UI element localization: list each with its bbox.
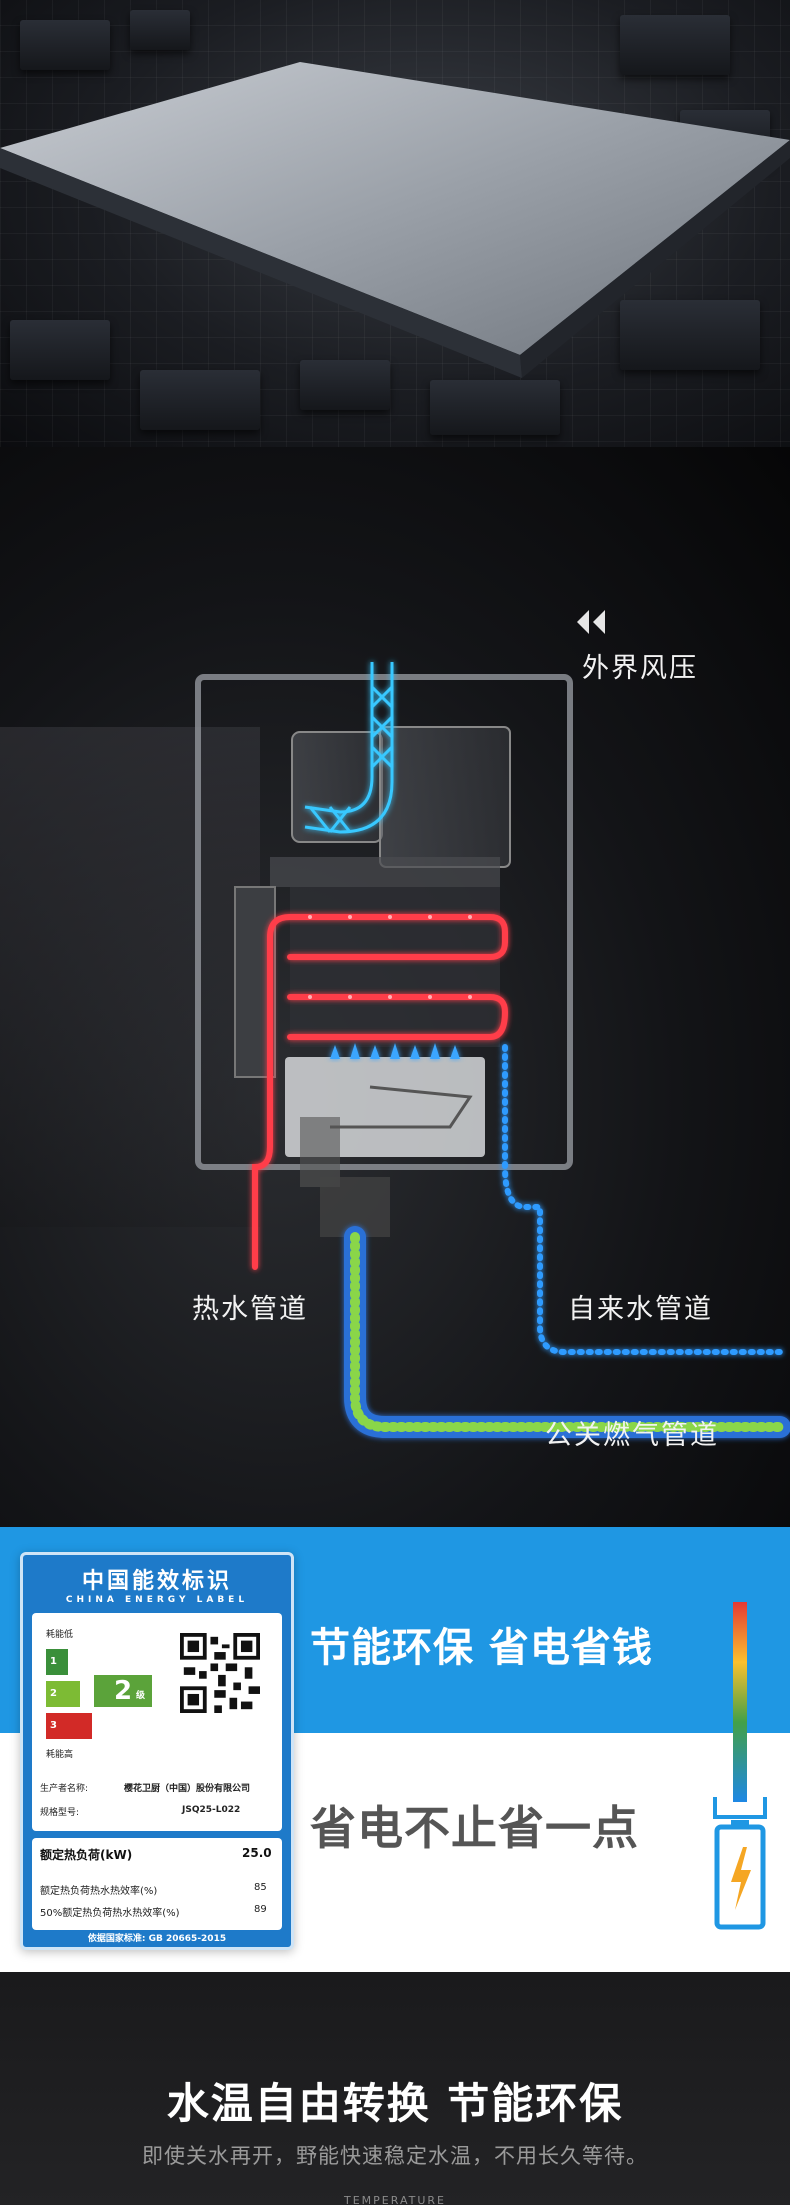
qr-code-icon	[180, 1633, 260, 1713]
grade-badge: 2 级	[94, 1675, 152, 1707]
board-component	[300, 360, 390, 410]
high-consumption-text: 耗能高	[46, 1750, 74, 1760]
energy-headline: 节能环保 省电省钱	[310, 1625, 653, 1671]
energy-grade-panel: 耗能低 1 2 3 耗能高 2 级	[32, 1613, 282, 1831]
low-consumption-text: 耗能低	[46, 1630, 74, 1640]
board-component	[620, 300, 760, 370]
energy-label-subtitle: CHINA ENERGY LABEL	[65, 1595, 249, 1605]
grade-bar-3: 3	[46, 1713, 92, 1739]
water-heater-diagram: 外界风压 热水管道 自来水管道 公关燃气管道	[0, 447, 790, 1527]
energy-subheadline: 省电不止省一点	[310, 1801, 639, 1855]
temperature-subtitle: 即使关水再开，野能快速稳定水温，不用长久等待。	[142, 2144, 648, 2168]
board-component	[10, 320, 110, 380]
rated-load-label: 额定热负荷(kW)	[40, 1848, 133, 1862]
china-energy-label: 中国能效标识 CHINA ENERGY LABEL 耗能低 1 2 3 耗能高 …	[20, 1552, 294, 1950]
chip-banner	[0, 0, 790, 447]
temperature-section: 水温自由转换 节能环保 即使关水再开，野能快速稳定水温，不用长久等待。 TEMP…	[0, 1972, 790, 2205]
temperature-tag: TEMPERATURE	[344, 2194, 446, 2205]
board-component	[430, 380, 560, 435]
rated-load-value: 25.0	[242, 1846, 272, 1860]
board-component	[620, 15, 730, 75]
grade-bar-2: 2	[46, 1681, 80, 1707]
hot-water-pipe-label: 热水管道	[192, 1294, 308, 1325]
board-component	[140, 370, 260, 430]
heater-illustration	[195, 662, 790, 1438]
thermometer-battery-icon	[713, 1602, 767, 1930]
grade-bar-1: 1	[46, 1649, 68, 1675]
air-pressure-label: 外界风压	[582, 653, 698, 684]
half-efficiency-label: 50%额定热负荷热水热效率(%)	[40, 1908, 180, 1919]
manufacturer-value: 樱花卫厨（中国）股份有限公司	[124, 1784, 251, 1794]
model-label: 规格型号:	[40, 1808, 80, 1818]
gas-pipe-label: 公关燃气管道	[545, 1420, 719, 1451]
grade-number: 2	[114, 1676, 133, 1706]
processor-chip	[0, 62, 790, 378]
energy-label-footer: 依据国家标准: GB 20665-2015	[87, 1934, 227, 1944]
board-component	[130, 10, 190, 50]
background-room	[0, 727, 260, 1227]
board-component	[20, 20, 110, 70]
efficiency-value: 85	[254, 1882, 267, 1893]
model-value: JSQ25-L022	[182, 1805, 241, 1815]
energy-label-title: 中国能效标识	[81, 1569, 232, 1594]
half-efficiency-value: 89	[254, 1904, 267, 1915]
efficiency-label: 额定热负荷热水热效率(%)	[40, 1886, 158, 1897]
temperature-title: 水温自由转换 节能环保	[166, 2079, 624, 2128]
energy-saving-section: 中国能效标识 CHINA ENERGY LABEL 耗能低 1 2 3 耗能高 …	[0, 1527, 790, 1972]
grade-unit: 级	[136, 1691, 146, 1701]
manufacturer-label: 生产者名称:	[40, 1784, 89, 1794]
cold-water-pipe-label: 自来水管道	[568, 1294, 713, 1325]
efficiency-panel: 额定热负荷(kW) 25.0 额定热负荷热水热效率(%) 85 50%额定热负荷…	[32, 1838, 282, 1930]
rewind-icon	[577, 610, 605, 634]
